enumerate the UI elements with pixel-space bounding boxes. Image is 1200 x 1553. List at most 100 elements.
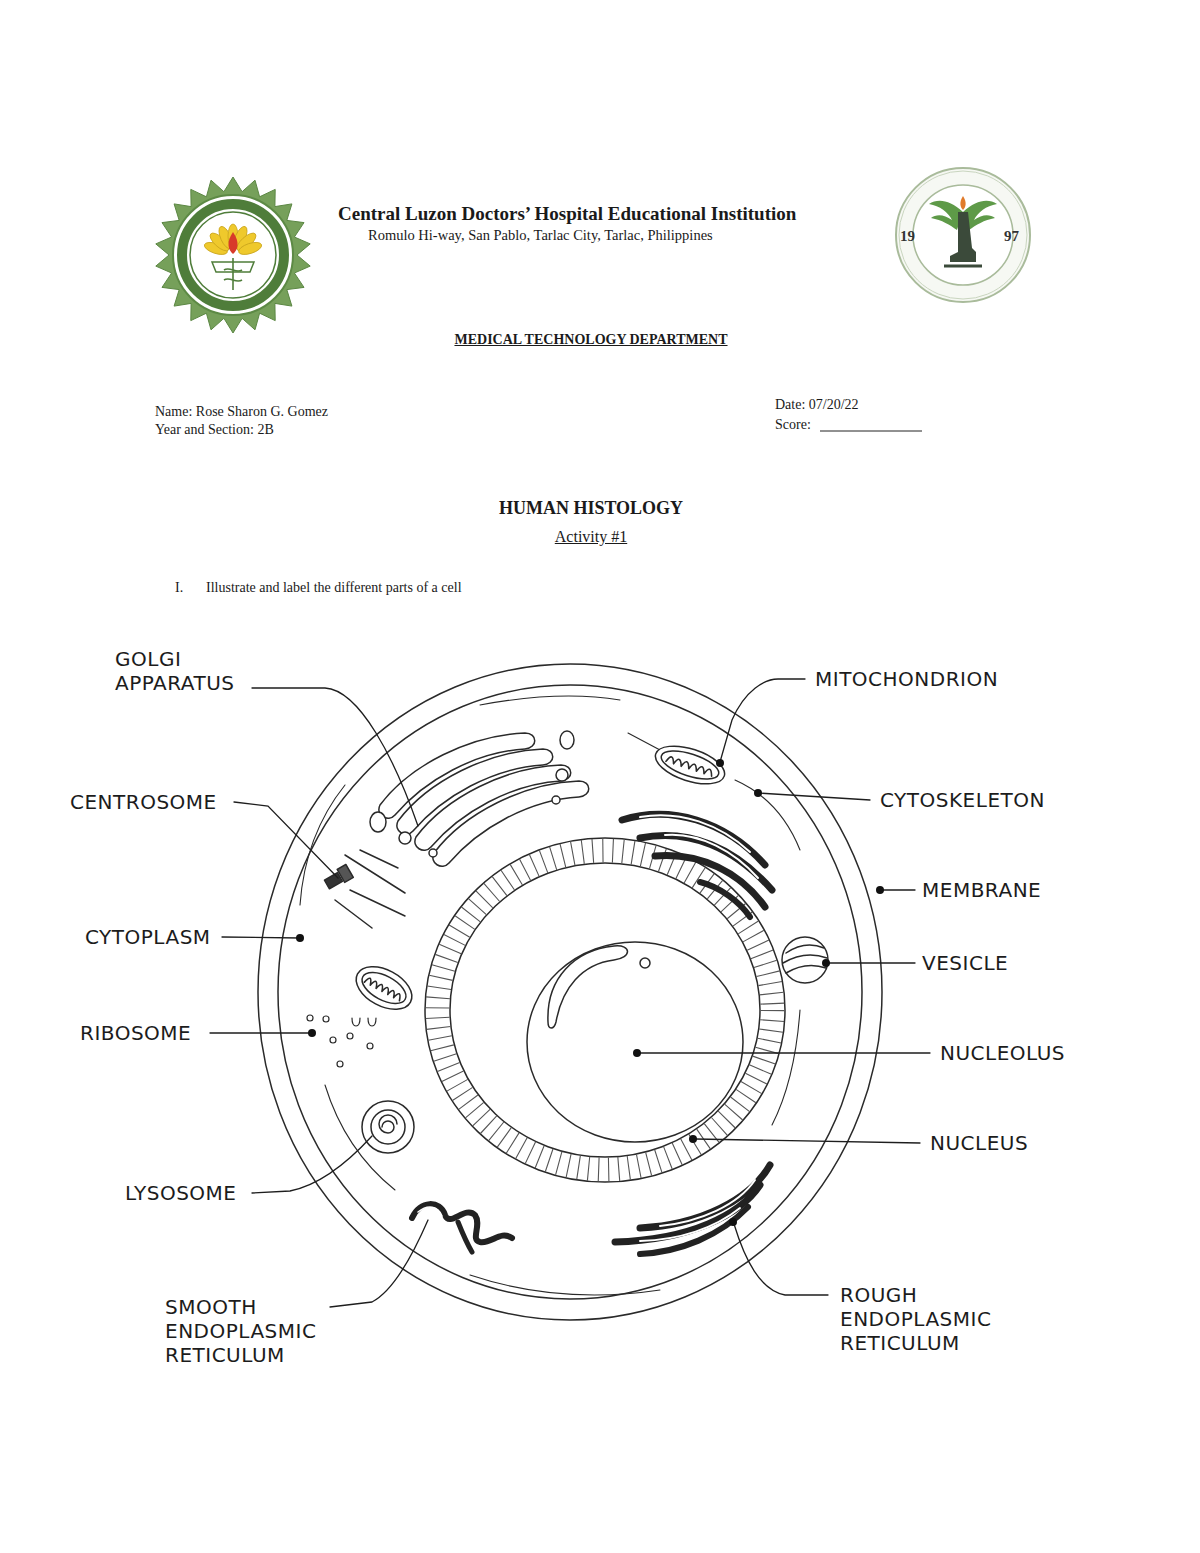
nucleolus [640, 958, 650, 968]
school-logo [224, 258, 242, 290]
department-logo [896, 168, 1030, 302]
leader-lines [234, 802, 338, 878]
rough-er [640, 1208, 740, 1241]
nuclear-envelope [450, 863, 760, 1157]
school-logo [228, 232, 237, 254]
vesicle [783, 955, 827, 963]
leader-dots [729, 1218, 737, 1226]
cytoskeleton-fibers [300, 696, 800, 1295]
ribosomes [337, 1061, 343, 1067]
cytoskeleton-fibers [470, 1275, 660, 1295]
nucleolus [548, 946, 628, 1028]
golgi-apparatus [370, 731, 589, 866]
leader-dots [296, 934, 304, 942]
leader-dots [822, 959, 830, 967]
student-name: Name: Rose Sharon G. Gomez [155, 403, 328, 420]
vesicle [786, 965, 826, 973]
leader-lines [758, 793, 870, 800]
leader-lines [882, 889, 915, 890]
rough-er [700, 882, 750, 917]
part-label: MITOCHONDRION [815, 667, 998, 691]
mitochondrion [364, 977, 402, 1001]
page-title: HUMAN HISTOLOGY [499, 497, 683, 519]
item-number: I. [175, 579, 183, 596]
cytoskeleton-fibers [628, 733, 660, 750]
department-logo [896, 168, 1030, 302]
leader-dots [308, 1029, 316, 1037]
mitochondrion [349, 958, 419, 1018]
department-logo [960, 196, 965, 210]
golgi-apparatus [399, 832, 411, 844]
part-label: ROUGH ENDOPLASMIC RETICULUM [840, 1283, 991, 1355]
cell-membrane-inner [278, 685, 862, 1299]
date-field: Date: 07/20/22 [775, 396, 859, 413]
part-label: RIBOSOME [80, 1021, 191, 1045]
leader-lines [210, 1032, 310, 1033]
leader-lines [210, 679, 930, 1307]
nuclear-envelope [425, 838, 785, 1182]
school-logo [156, 177, 310, 333]
golgi-apparatus [433, 781, 589, 866]
institution-name: Central Luzon Doctors’ Hospital Educatio… [338, 202, 796, 225]
rough-er [640, 1207, 748, 1254]
golgi-apparatus [429, 849, 437, 857]
logo-year: 97 [1004, 227, 1019, 245]
logo-year: 19 [900, 227, 915, 245]
smooth-er [412, 1204, 512, 1252]
vesicle [786, 945, 824, 953]
mitochondrion [666, 756, 714, 777]
ribosomes [330, 1037, 336, 1043]
nucleolus [527, 942, 743, 1142]
institution-address: Romulo Hi-way, San Pablo, Tarlac City, T… [368, 227, 713, 244]
golgi-apparatus [552, 796, 560, 804]
lysosome [371, 1110, 405, 1144]
part-label: GOLGI APPARATUS [115, 647, 234, 695]
leader-lines [252, 1136, 372, 1193]
department-logo [929, 201, 963, 230]
golgi-apparatus [556, 769, 568, 781]
leader-dots [716, 759, 724, 767]
school-logo [203, 224, 263, 257]
leader-dots [876, 886, 884, 894]
mitochondrion [651, 739, 729, 792]
part-label: LYSOSOME [125, 1181, 236, 1205]
rough-er [640, 815, 750, 852]
smooth-er [418, 1207, 442, 1216]
department-logo [950, 212, 976, 262]
rough-er [665, 835, 758, 878]
part-label: CYTOPLASM [85, 925, 211, 949]
cell-illustration [258, 664, 882, 1320]
part-label: SMOOTH ENDOPLASMIC RETICULUM [165, 1295, 316, 1367]
part-label: CENTROSOME [70, 790, 217, 814]
ribosomes [367, 1043, 373, 1049]
mitochondrion [651, 739, 729, 792]
lysosome [362, 1101, 414, 1153]
activity-number: Activity #1 [555, 527, 627, 546]
school-logo [173, 195, 293, 315]
leader-lines [330, 1220, 428, 1307]
leader-lines [695, 1139, 920, 1143]
rough-er [615, 1165, 770, 1254]
nuclear-envelope [438, 851, 773, 1170]
centrosome [335, 850, 405, 928]
leader-dots [754, 789, 762, 797]
rough-er [622, 814, 772, 917]
leader-dots [296, 759, 884, 1226]
leader-dots [633, 1049, 641, 1057]
year-section: Year and Section: 2B [155, 421, 274, 438]
school-logo [182, 204, 284, 306]
lysosome [362, 1101, 414, 1153]
score-field: Score: [775, 416, 811, 433]
part-label: VESICLE [922, 951, 1008, 975]
leader-dots [689, 1135, 697, 1143]
golgi-apparatus [370, 812, 386, 832]
leader-lines [734, 1224, 828, 1295]
school-logo [237, 240, 263, 257]
department-logo [944, 265, 982, 268]
vesicle [782, 937, 828, 983]
ribosomes [307, 1015, 313, 1021]
leader-lines [828, 962, 915, 963]
part-label: NUCLEUS [930, 1131, 1028, 1155]
ribosomes [323, 1016, 329, 1022]
rough-er [655, 855, 765, 907]
